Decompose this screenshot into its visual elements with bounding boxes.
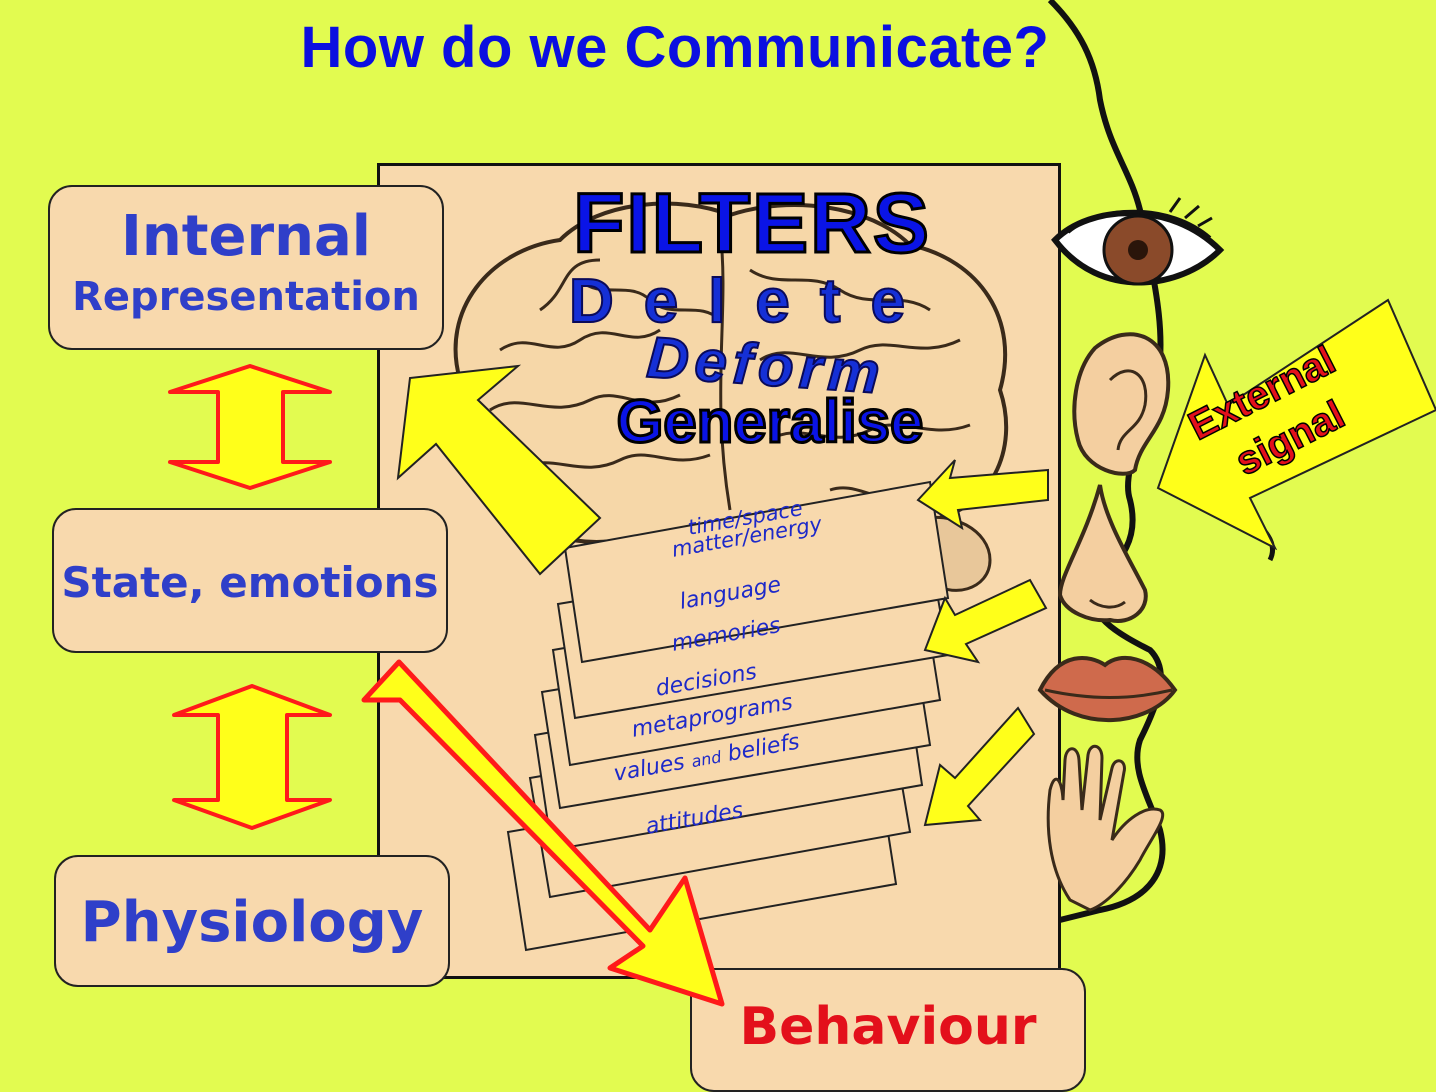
card-time xyxy=(563,480,950,664)
sense-arrow-icon-2 xyxy=(923,578,1048,664)
filters-delete: Delete xyxy=(569,267,935,336)
internal-label: Internal xyxy=(121,204,371,269)
double-arrow-icon-top xyxy=(168,364,332,490)
physiology-label: Physiology xyxy=(80,890,424,955)
behaviour-label: Behaviour xyxy=(739,997,1037,1057)
filters-title: FILTERS xyxy=(573,176,931,270)
eye-icon xyxy=(1051,197,1225,286)
sense-arrow-icon-3 xyxy=(923,706,1036,827)
external-signal-arrow-icon xyxy=(1156,298,1436,551)
arrow-to-internal-icon xyxy=(396,364,602,576)
ear-icon xyxy=(1072,332,1171,476)
internal-representation-box: Internal Representation xyxy=(48,185,444,350)
hand-icon xyxy=(1046,744,1165,912)
lips-icon xyxy=(1037,655,1178,722)
state-emotions-box: State, emotions xyxy=(52,508,448,653)
nose-icon xyxy=(1057,484,1148,623)
brain-icon xyxy=(450,201,1009,592)
sense-arrow-icon-1 xyxy=(916,459,1049,531)
filters-deform: Deform xyxy=(645,325,888,407)
physiology-box: Physiology xyxy=(54,855,450,987)
arrow-to-behaviour-icon xyxy=(361,659,725,1007)
state-emotions-label: State, emotions xyxy=(61,558,439,607)
filters-generalise: Generalise xyxy=(617,388,924,455)
double-arrow-icon-bottom xyxy=(172,684,332,830)
page-title: How do we Communicate? xyxy=(300,15,1050,80)
representation-label: Representation xyxy=(72,274,420,320)
behaviour-box: Behaviour xyxy=(690,968,1086,1092)
